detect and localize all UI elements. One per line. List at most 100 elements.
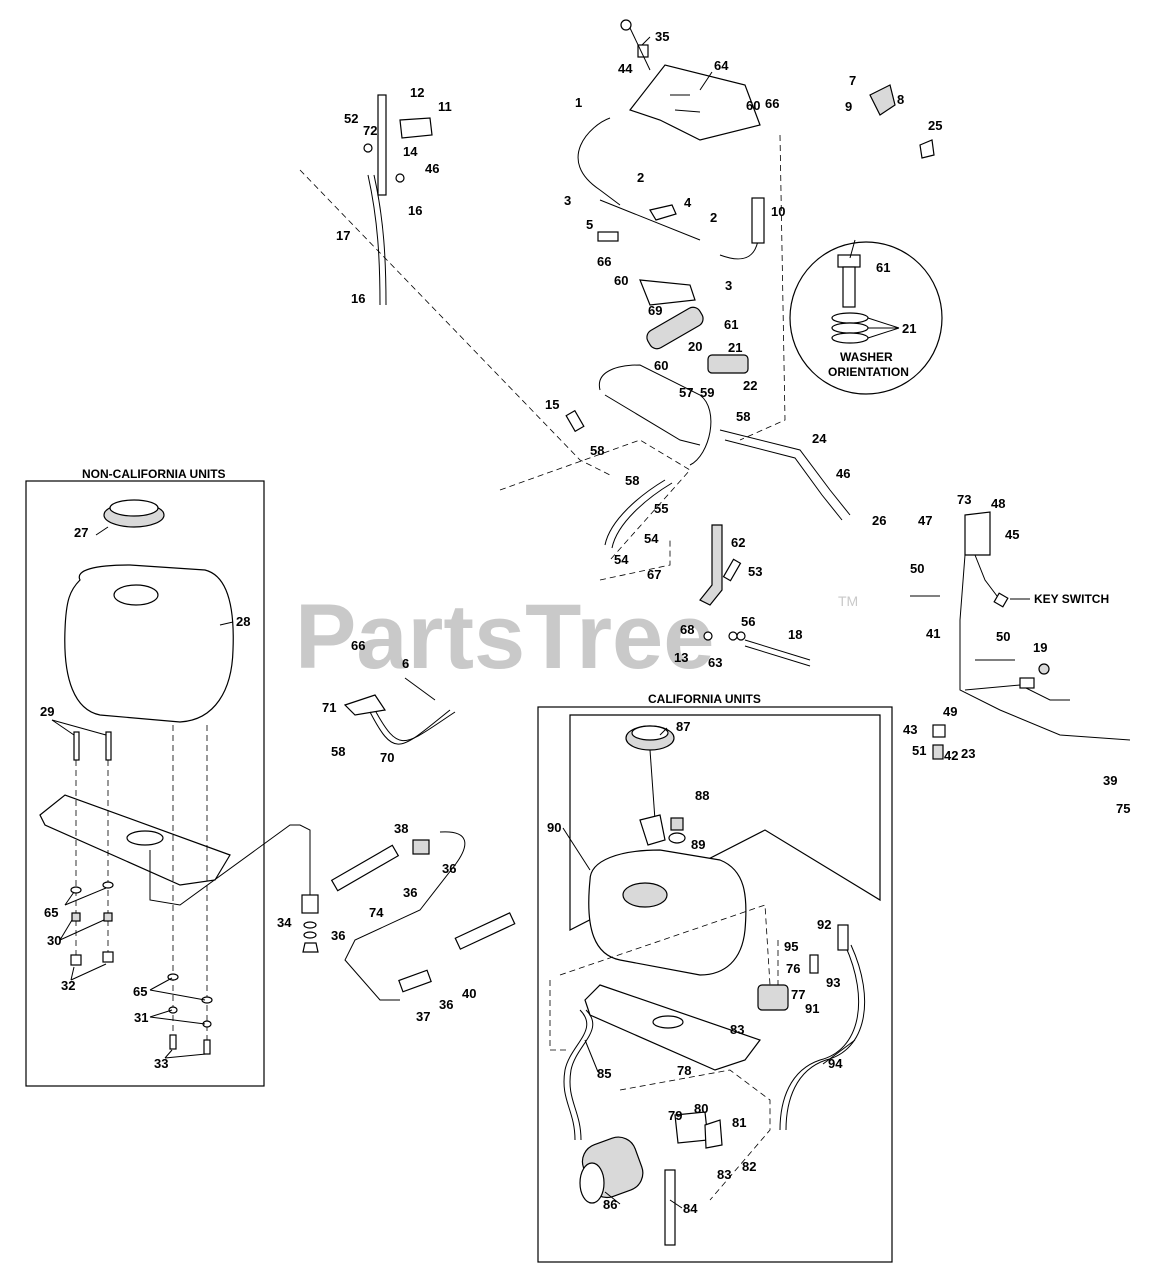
bolt-head-61 xyxy=(837,254,861,268)
wiring-harness: KEY SWITCH xyxy=(910,511,1131,760)
part-label: 69 xyxy=(648,303,662,318)
key-switch-label: KEY SWITCH xyxy=(1034,592,1109,606)
part-label: 75 xyxy=(1116,801,1130,816)
california-title: CALIFORNIA UNITS xyxy=(648,692,761,706)
part-label: 3 xyxy=(725,278,732,293)
clip-49 xyxy=(932,724,946,738)
non-california-section: NON-CALIFORNIA UNITS xyxy=(25,467,265,1087)
part-label: 31 xyxy=(134,1010,148,1025)
part-label: 12 xyxy=(410,85,424,100)
part-label: 26 xyxy=(872,513,886,528)
clip-42 xyxy=(932,744,944,760)
washer-orientation-line1: WASHER xyxy=(840,350,893,364)
part-label: 70 xyxy=(380,750,394,765)
part-label: 92 xyxy=(817,917,831,932)
part-label: 61 xyxy=(876,260,890,275)
bracket-71 xyxy=(343,694,387,716)
california-section: CALIFORNIA UNITS xyxy=(537,692,893,1263)
fuel-line-main xyxy=(149,824,311,906)
part-label: 28 xyxy=(236,614,250,629)
part-label: 50 xyxy=(996,629,1010,644)
part-label: 41 xyxy=(926,626,940,641)
part-label: 94 xyxy=(828,1056,843,1071)
part-label: 34 xyxy=(277,915,292,930)
part-label: 21 xyxy=(728,340,742,355)
part-label: 66 xyxy=(597,254,611,269)
hose-84 xyxy=(664,1169,676,1246)
part-label: 81 xyxy=(732,1115,746,1130)
center-parts xyxy=(699,524,811,667)
part-label: 43 xyxy=(903,722,917,737)
grommet-30a xyxy=(71,912,81,922)
rod-17 xyxy=(367,174,381,306)
part-label: 63 xyxy=(708,655,722,670)
part-label: 71 xyxy=(322,700,336,715)
spring-5 xyxy=(597,231,619,242)
rod-18 xyxy=(744,639,811,661)
part-label: 79 xyxy=(668,1108,682,1123)
part-label: 56 xyxy=(741,614,755,629)
part-label: 36 xyxy=(403,885,417,900)
grommet-89 xyxy=(668,832,686,844)
part-label: 10 xyxy=(771,204,785,219)
bracket-69 xyxy=(639,279,696,306)
part-label: 15 xyxy=(545,397,559,412)
part-label: 19 xyxy=(1033,640,1047,655)
watermark-tm: TM xyxy=(838,593,858,609)
part-label: 4 xyxy=(684,195,692,210)
part-label: 33 xyxy=(154,1056,168,1071)
fitting-92 xyxy=(837,924,849,951)
part-label: 36 xyxy=(442,861,456,876)
part-label: 17 xyxy=(336,228,350,243)
pin-15 xyxy=(565,409,585,433)
nut-44 xyxy=(637,44,649,58)
part-label: 7 xyxy=(849,73,856,88)
part-label: 66 xyxy=(765,96,779,111)
part-label: 30 xyxy=(47,933,61,948)
part-label: 93 xyxy=(826,975,840,990)
part-label: 77 xyxy=(791,987,805,1002)
cable-70 xyxy=(369,709,451,745)
part-label: 16 xyxy=(408,203,422,218)
part-label: 67 xyxy=(647,567,661,582)
watermark: PartsTree xyxy=(295,586,714,688)
part-label: 60 xyxy=(614,273,628,288)
part-label: 60 xyxy=(654,358,668,373)
part-label: 39 xyxy=(1103,773,1117,788)
part-label: 83 xyxy=(730,1022,744,1037)
hose-85 xyxy=(563,1009,588,1141)
clip-25 xyxy=(919,139,935,159)
fuel-lines xyxy=(149,824,516,1001)
part-label: 65 xyxy=(133,984,147,999)
part-label: 6 xyxy=(402,656,409,671)
hose-37 xyxy=(398,969,432,993)
part-label: 76 xyxy=(786,961,800,976)
part-label: 35 xyxy=(655,29,669,44)
part-label: 90 xyxy=(547,820,561,835)
part-label: 18 xyxy=(788,627,802,642)
part-label: 21 xyxy=(902,321,916,336)
rod-4 xyxy=(599,199,701,241)
part-label: 3 xyxy=(564,193,571,208)
part-label: 84 xyxy=(683,1201,698,1216)
part-label: 83 xyxy=(717,1167,731,1182)
grip-20 xyxy=(646,306,704,350)
part-label: 22 xyxy=(743,378,757,393)
lever-62 xyxy=(699,524,723,606)
part-label: 78 xyxy=(677,1063,691,1078)
part-label: 58 xyxy=(736,409,750,424)
vent-88 xyxy=(670,817,684,831)
part-label: 55 xyxy=(654,501,668,516)
part-label: 53 xyxy=(748,564,762,579)
grommet-30b xyxy=(103,912,113,922)
part-label: 73 xyxy=(957,492,971,507)
hose-74 xyxy=(330,844,400,892)
bracket-48 xyxy=(964,511,991,556)
part-label: 23 xyxy=(961,746,975,761)
bolt-shank-61 xyxy=(842,266,856,308)
part-label: 37 xyxy=(416,1009,430,1024)
part-label: 38 xyxy=(394,821,408,836)
part-label: 68 xyxy=(680,622,694,637)
part-label: 36 xyxy=(439,997,453,1012)
part-label: 95 xyxy=(784,939,798,954)
